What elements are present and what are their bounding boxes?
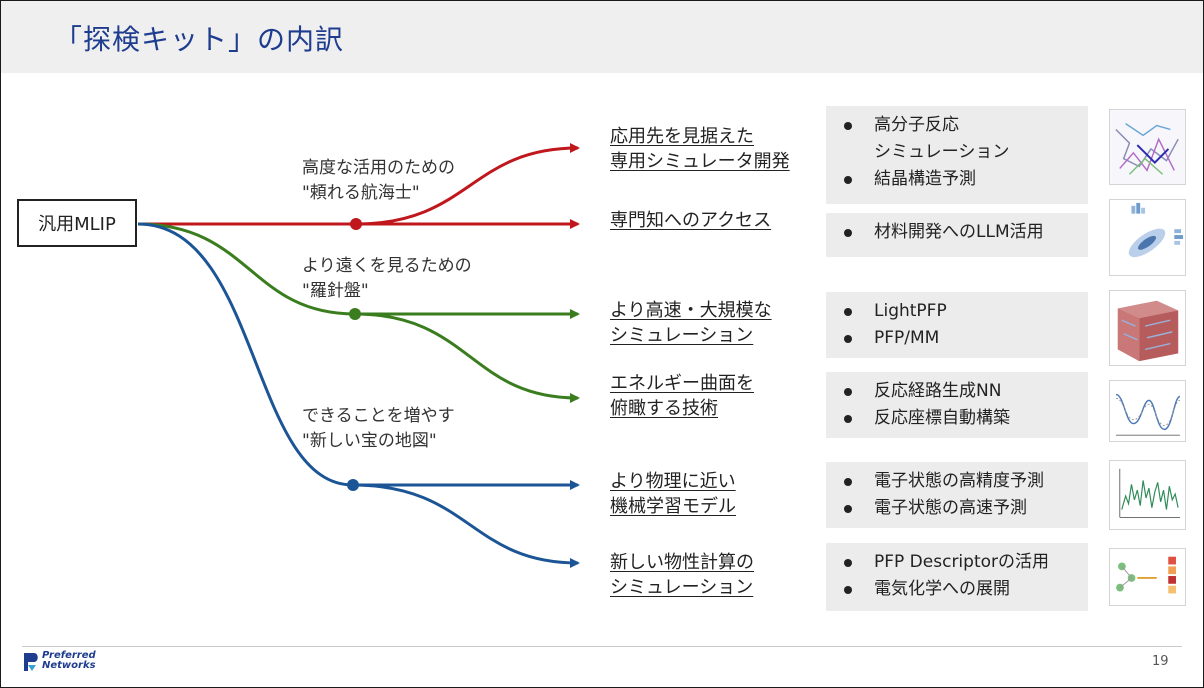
descriptor-diagram-icon [1110,549,1185,605]
branch-label-line2: "新しい宝の地図" [302,431,437,451]
bullet-icon [844,478,852,486]
target-line1: より高速・大規模な [610,300,772,321]
list-item-text: PFP Descriptorの活用 [874,552,1049,572]
bullet-icon [844,505,852,513]
scatter-plot-image [1109,199,1186,276]
energy-profile-image [1109,380,1186,442]
detail-box-pfp-descriptor: PFP Descriptorの活用 電気化学への展開 [826,543,1088,611]
branch-label-line1: 高度な活用のための [302,158,455,178]
target-line2: 機械学習モデル [610,496,736,517]
bullet-icon [844,176,852,184]
list-item-continuation: シミュレーション [834,139,1080,166]
bullet-icon [844,559,852,567]
detail-box-reaction-path: 反応経路生成NN 反応座標自動構築 [826,372,1088,438]
branch-label-navigator: 高度な活用のための "頼れる航海士" [302,156,455,206]
polymer-structure-icon [1110,110,1185,184]
target-fast-large-scale: より高速・大規模な シミュレーション [610,298,772,348]
list-item: 電気化学への展開 [834,576,1080,603]
target-line1: 専門知へのアクセス [610,210,772,231]
blue-node [347,479,359,491]
target-line1: エネルギー曲面を [610,373,754,394]
company-logo: Preferred Networks [22,651,142,675]
target-expert-knowledge: 専門知へのアクセス [610,208,771,233]
root-node-box: 汎用MLIP [17,199,137,247]
list-item-text: 材料開発へのLLM活用 [874,222,1044,242]
slide-title: 「探検キット」の内訳 [54,23,345,56]
list-item-text: PFP/MM [874,328,940,348]
bullet-icon [844,229,852,237]
list-item-text: 反応経路生成NN [874,381,1002,401]
target-line2: 俯瞰する技術 [610,398,718,419]
dos-plot-image [1109,460,1186,530]
list-item: 電子状態の高速予測 [834,495,1080,522]
bullet-icon [844,335,852,343]
branch-label-line2: "羅針盤" [302,281,369,301]
list-item: 電子状態の高精度予測 [834,468,1080,495]
branch-label-line1: できることを増やす [302,406,455,426]
energy-profile-icon [1110,381,1185,441]
list-item: LightPFP [834,298,1080,325]
list-item-text: 電気化学への展開 [874,579,1010,599]
target-dedicated-simulator: 応用先を見据えた 専用シミュレータ開発 [610,124,790,174]
list-item: 反応座標自動構築 [834,405,1080,432]
branch-label-treasure-map: できることを増やす "新しい宝の地図" [302,404,455,454]
target-physics-ml-model: より物理に近い 機械学習モデル [610,469,736,519]
simulation-cube-image [1109,290,1186,366]
blue-arrow-2 [352,483,580,568]
descriptor-diagram-image [1109,548,1186,606]
bullet-icon [844,586,852,594]
bullet-icon [844,415,852,423]
list-item: 材料開発へのLLM活用 [834,219,1080,246]
footer-divider [22,646,1182,647]
list-item-text: 電子状態の高精度予測 [874,471,1044,491]
target-line2: シミュレーション [610,577,754,598]
target-line2: シミュレーション [610,325,754,346]
detail-box-electronic-state: 電子状態の高精度予測 電子状態の高速予測 [826,462,1088,528]
branch-label-line2: "頼れる航海士" [302,183,420,203]
list-item-text: 結晶構造予測 [874,169,976,189]
logo-line1: Preferred [42,650,96,661]
bullet-icon [844,308,852,316]
polymer-structure-image [1109,109,1186,185]
pfn-logo-icon [24,653,38,671]
detail-box-lightpfp: LightPFP PFP/MM [826,292,1088,358]
target-new-property-calc: 新しい物性計算の シミュレーション [610,550,754,600]
list-item: 反応経路生成NN [834,378,1080,405]
list-item-text: 高分子反応 [874,115,959,135]
red-arrow-1 [355,143,580,226]
scatter-plot-icon [1110,200,1185,275]
simulation-cube-icon [1110,291,1185,365]
target-energy-surface: エネルギー曲面を 俯瞰する技術 [610,371,754,421]
branch-label-line1: より遠くを見るための [302,256,472,276]
list-item: 高分子反応 [834,112,1080,139]
list-item-text: LightPFP [874,301,947,321]
list-item: 結晶構造予測 [834,166,1080,193]
detail-box-llm: 材料開発へのLLM活用 [826,213,1088,257]
logo-line2: Networks [42,660,96,671]
target-line1: 新しい物性計算の [610,552,754,573]
bullet-icon [844,388,852,396]
page-number: 19 [1152,654,1169,669]
list-item-text: 電子状態の高速予測 [874,498,1027,518]
list-item-text: シミュレーション [874,142,1010,162]
slide-header [1,1,1203,73]
target-line1: 応用先を見据えた [610,126,754,147]
red-node [350,218,362,230]
green-node [349,308,361,320]
target-line1: より物理に近い [610,471,736,492]
list-item: PFP Descriptorの活用 [834,549,1080,576]
green-trunk [137,222,356,316]
blue-trunk [137,222,354,487]
logo-text: Preferred Networks [42,651,96,671]
dos-plot-icon [1110,461,1185,529]
detail-box-simulator: 高分子反応 シミュレーション 結晶構造予測 [826,106,1088,204]
target-line2: 専用シミュレータ開発 [610,151,790,172]
branch-label-compass: より遠くを見るための "羅針盤" [302,254,472,304]
green-arrow-2 [354,312,580,403]
list-item-text: 反応座標自動構築 [874,408,1010,428]
bullet-icon [844,122,852,130]
list-item: PFP/MM [834,325,1080,352]
